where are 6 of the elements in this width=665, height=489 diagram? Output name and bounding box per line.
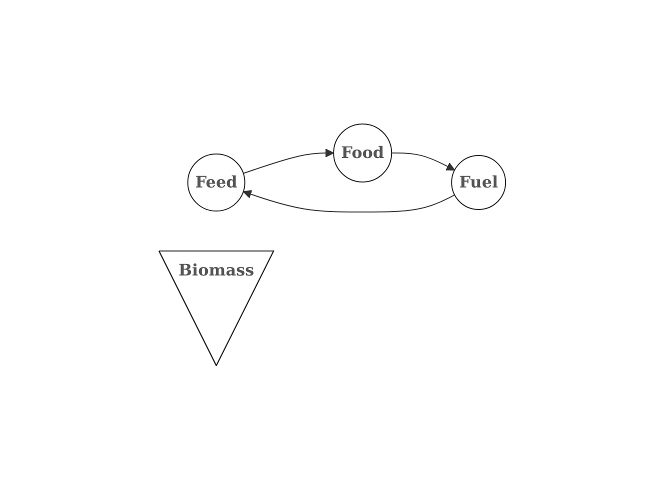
- node-circle: Food: [333, 123, 392, 182]
- arrow: [243, 190, 456, 212]
- arrow: [391, 152, 456, 170]
- arrow: [243, 148, 334, 174]
- node-circle: Feed: [188, 153, 246, 212]
- node-circle: Fuel: [451, 154, 506, 210]
